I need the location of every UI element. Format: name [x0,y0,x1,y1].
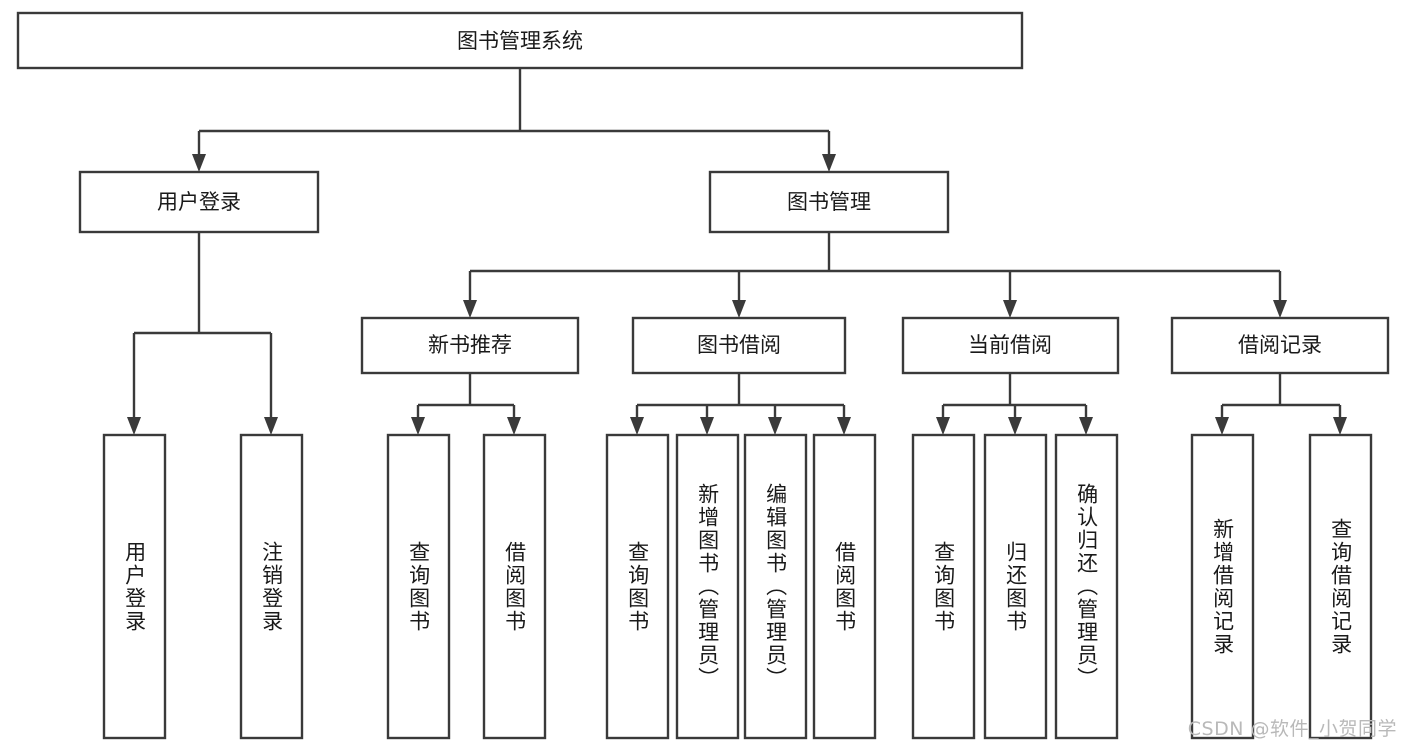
arrow-root-to-bookmanage [822,154,836,172]
node-current-borrow[interactable]: 当前借阅 [901,316,1120,375]
borrow-record-node-label: 借阅记录 [1238,333,1322,357]
book-borrow-node-box[interactable] [631,316,847,375]
leaf-box-confirm-return[interactable] [1054,433,1119,740]
leaf-box-query-book-3[interactable] [911,433,976,740]
node-book-borrow[interactable]: 图书借阅 [631,316,847,375]
arrow-newbook-leaf-2 [507,417,521,435]
arrow-currentborrow-leaf-3 [1079,417,1093,435]
arrow-root-to-userlogin [192,154,206,172]
leaf-box-query-book-2[interactable] [605,433,670,740]
arrow-currentborrow-leaf-2 [1008,417,1022,435]
leaf-box-user-login[interactable] [102,433,167,740]
arrow-bookborrow-leaf-2 [700,417,714,435]
arrow-bookmanage-to-newbook [463,300,477,318]
user-login-node-label: 用户登录 [157,190,241,214]
node-borrow-record[interactable]: 借阅记录 [1170,316,1390,375]
root-node-label: 图书管理系统 [457,29,583,53]
leaf-box-borrow-book-1[interactable] [482,433,547,740]
node-root[interactable]: 图书管理系统 [16,11,1024,70]
arrow-bookborrow-leaf-4 [837,417,851,435]
borrow-record-node-box[interactable] [1170,316,1390,375]
book-manage-node-label: 图书管理 [787,190,871,214]
node-new-book-recommend[interactable]: 新书推荐 [360,316,580,375]
arrow-newbook-leaf-1 [411,417,425,435]
book-manage-node-box[interactable] [708,170,950,234]
leaf-box-query-record[interactable] [1308,433,1373,740]
current-borrow-node-label: 当前借阅 [968,333,1052,357]
root-node-box[interactable] [16,11,1024,70]
arrow-borrowrecord-leaf-2 [1333,417,1347,435]
leaf-box-add-record[interactable] [1190,433,1255,740]
leaf-box-edit-book[interactable] [743,433,808,740]
arrow-borrowrecord-leaf-1 [1215,417,1229,435]
arrow-bookborrow-leaf-1 [630,417,644,435]
arrow-bookmanage-to-borrow [732,300,746,318]
node-user-login[interactable]: 用户登录 [78,170,320,234]
arrow-bookborrow-leaf-3 [768,417,782,435]
leaf-box-logout[interactable] [239,433,304,740]
arrow-bookmanage-to-current [1003,300,1017,318]
new-book-recommend-node-box[interactable] [360,316,580,375]
node-book-manage[interactable]: 图书管理 [708,170,950,234]
leaf-box-add-book[interactable] [675,433,740,740]
current-borrow-node-box[interactable] [901,316,1120,375]
book-borrow-node-label: 图书借阅 [697,333,781,357]
arrow-bookmanage-to-record [1273,300,1287,318]
arrow-userlogin-leaf-1 [127,417,141,435]
csdn-watermark: CSDN @软件_小贺同学 [1187,718,1397,740]
arrow-currentborrow-leaf-1 [936,417,950,435]
leaf-box-query-book-1[interactable] [386,433,451,740]
arrow-userlogin-leaf-2 [264,417,278,435]
leaf-box-return-book[interactable] [983,433,1048,740]
new-book-recommend-node-label: 新书推荐 [428,333,512,357]
leaf-box-borrow-book-2[interactable] [812,433,877,740]
